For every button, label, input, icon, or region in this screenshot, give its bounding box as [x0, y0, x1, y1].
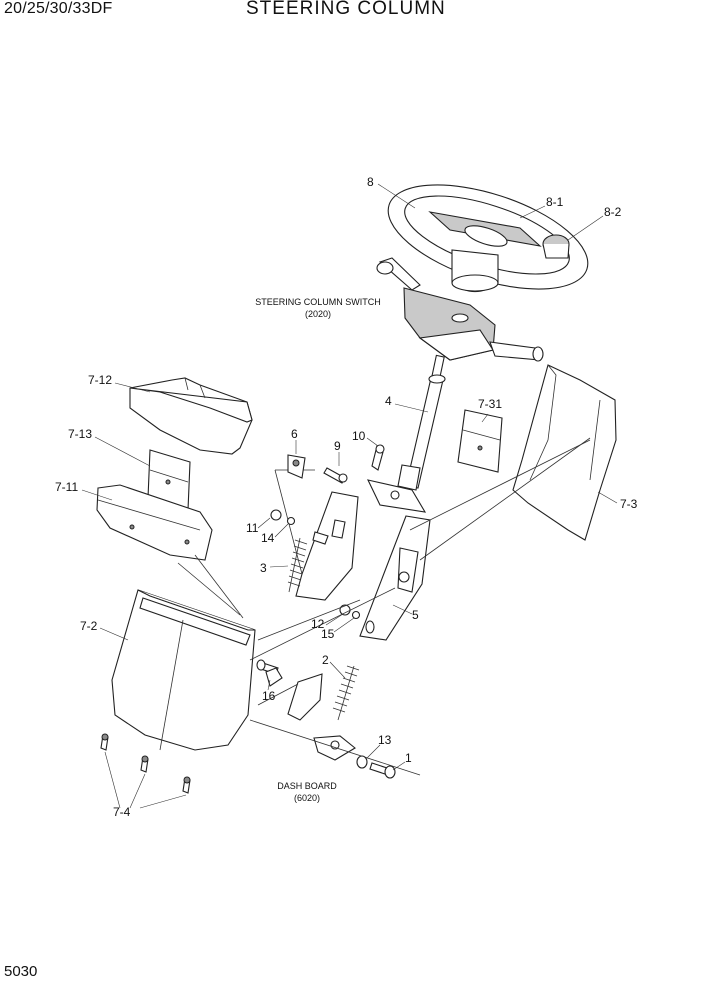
- steering-column-switch: [376, 257, 544, 362]
- callout-8-2: 8-2: [604, 205, 622, 219]
- spring-3: [287, 537, 308, 593]
- bolt-9: [323, 467, 348, 484]
- callout-2: 2: [322, 653, 329, 667]
- callout-9: 9: [334, 439, 341, 453]
- lock-lever: [287, 454, 306, 479]
- callout-7-31: 7-31: [478, 397, 502, 411]
- callout-6: 6: [291, 427, 298, 441]
- callout-11: 11: [246, 521, 259, 535]
- nut-11: [270, 509, 282, 521]
- callout-14: 14: [261, 531, 275, 545]
- callout-7-11: 7-11: [55, 480, 78, 494]
- model-number: 20/25/30/33DF: [4, 0, 113, 17]
- callout-12: 12: [311, 617, 325, 631]
- bolt-10: [371, 444, 385, 471]
- callout-4: 4: [385, 394, 392, 408]
- callout-10: 10: [352, 429, 366, 443]
- washer-13: [356, 755, 368, 769]
- screw-7-4-a: [100, 733, 109, 751]
- clamp-bracket: [457, 409, 503, 473]
- callout-7-2: 7-2: [80, 619, 98, 633]
- screw-7-4-b: [140, 755, 149, 773]
- steering-column: [367, 354, 446, 513]
- callout-1: 1: [405, 751, 412, 765]
- callout-7-13: 7-13: [68, 427, 92, 441]
- callout-7-3: 7-3: [620, 497, 638, 511]
- callout-15: 15: [321, 627, 335, 641]
- steering-wheel: [387, 184, 589, 293]
- callout-8-1: 8-1: [546, 195, 564, 209]
- bolt-16: [256, 659, 283, 687]
- upper-cover: [129, 377, 253, 455]
- callout-7-4: 7-4: [113, 805, 131, 819]
- lower-cover: [96, 484, 213, 561]
- main-shroud: [111, 589, 256, 751]
- washer-14: [286, 516, 296, 526]
- screw-7-4-c: [182, 776, 191, 794]
- bolt-1: [369, 762, 396, 779]
- ref-dash-board-name: DASH BOARD: [277, 781, 337, 791]
- callout-7-12: 7-12: [88, 373, 112, 387]
- ref-steering-column-switch-name: STEERING COLUMN SWITCH: [255, 297, 381, 307]
- spring-2: [332, 665, 360, 721]
- washer-15: [351, 610, 361, 620]
- page-number: 5030: [4, 963, 38, 980]
- callout-5: 5: [412, 608, 419, 622]
- callout-16: 16: [262, 689, 276, 703]
- leader-lines: [81, 183, 618, 809]
- callout-labels: 8 8-1 8-2 4 10 9 6 7-31 7-12 7-13 7-11 7…: [55, 175, 638, 819]
- dash-board-bracket: [249, 673, 421, 776]
- steering-knob: [542, 234, 570, 259]
- assembly-lines: [177, 437, 591, 706]
- nut-12: [339, 604, 351, 616]
- ref-steering-column-switch-code: (2020): [305, 309, 331, 319]
- callout-3: 3: [260, 561, 267, 575]
- callout-13: 13: [378, 733, 392, 747]
- page-title: STEERING COLUMN: [246, 0, 446, 19]
- pin: [312, 531, 329, 545]
- ref-dash-board-code: (6020): [294, 793, 320, 803]
- callout-8: 8: [367, 175, 374, 189]
- tilt-bracket: [359, 515, 431, 641]
